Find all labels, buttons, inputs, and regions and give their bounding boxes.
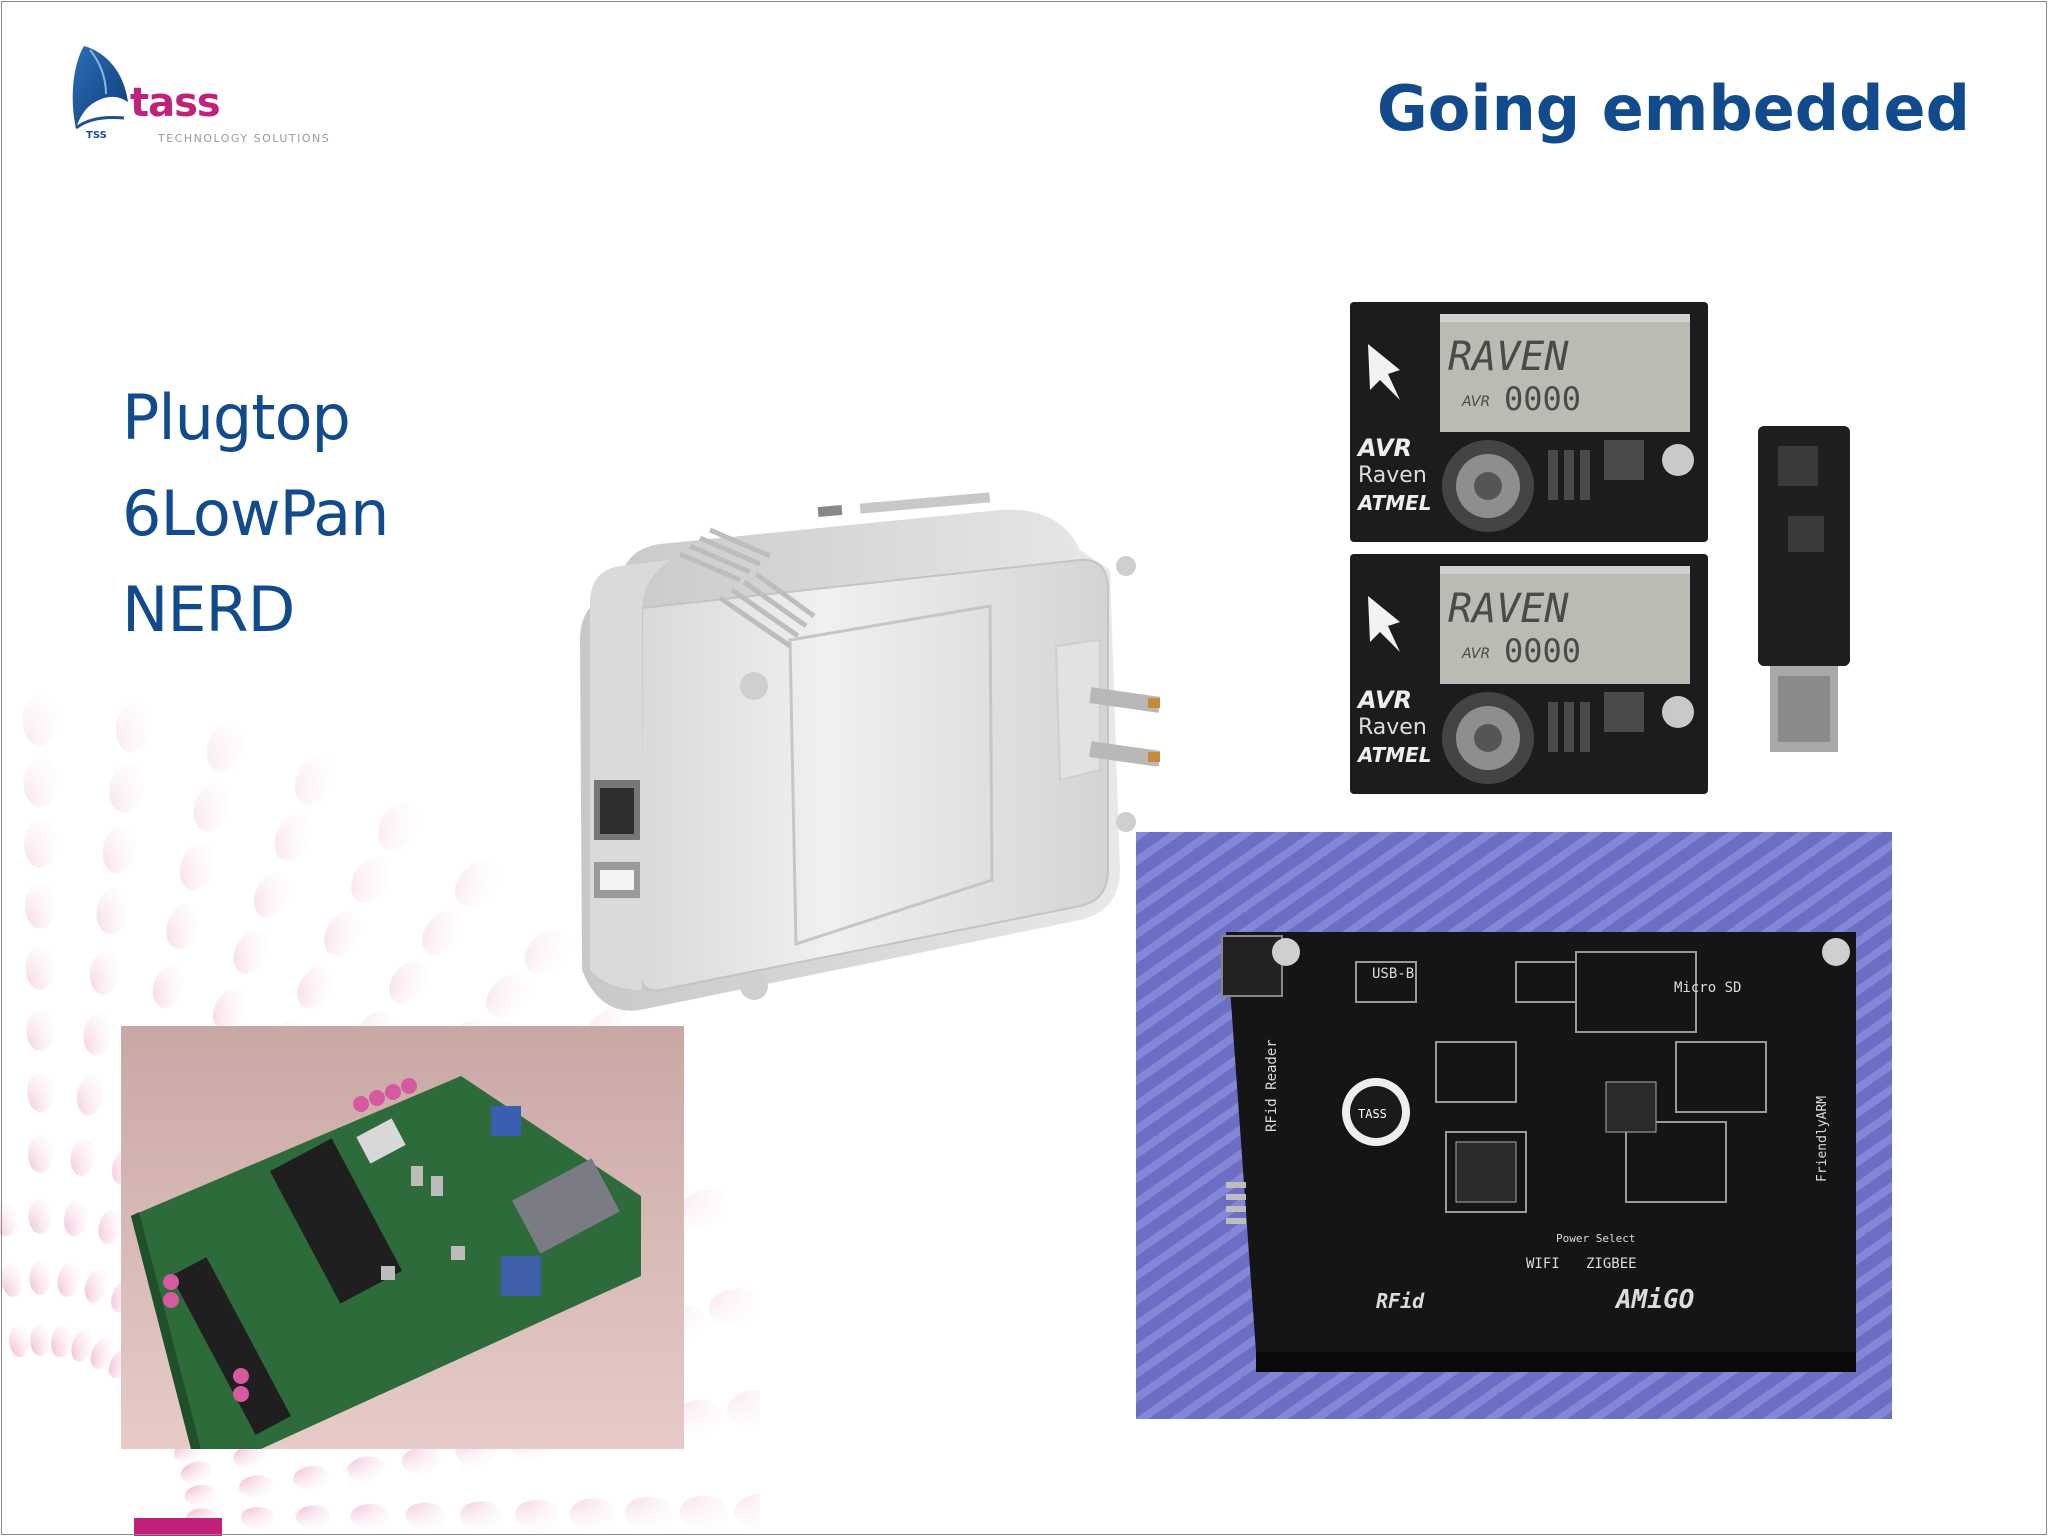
plugtop-device-photo [560,470,1160,1030]
board-model: Raven [1358,463,1427,488]
amigo-board-photo: USB-B Micro SD RFid Reader WIFI ZIGBEE P… [1136,832,1892,1419]
lcd-text: RAVEN [1448,334,1569,380]
company-logo: tass TSS TECHNOLOGY SOLUTIONS [66,42,366,152]
logo-wordmark: tass [130,80,221,126]
lcd-digits: 0000 [1504,380,1581,418]
board-brand: AVR [1356,434,1412,462]
board-maker: ATMEL [1356,491,1432,515]
slide-title: Going embedded [1376,72,1970,145]
amigo-label-amigo: AMiGO [1614,1285,1694,1315]
amigo-label-rfid-logo: RFid [1376,1289,1425,1313]
amigo-label-microsd: Micro SD [1674,980,1741,996]
amigo-label-tass: TASS [1358,1107,1387,1121]
bullet-item: NERD [122,573,295,646]
nerd-board-photo [121,1026,684,1449]
lcd-small-text: AVR [1461,394,1490,410]
amigo-label-power-select: Power Select [1556,1232,1635,1245]
logo-tagline: TECHNOLOGY SOLUTIONS [158,132,331,145]
avr-raven-boards-photo: RAVEN 0000 AVR AVR Raven ATMEL [1348,300,1868,795]
logo-swoosh-icon [72,46,128,130]
amigo-label-zigbee: ZIGBEE [1586,1256,1637,1272]
logo-badge: TSS [86,130,107,141]
amigo-label-wifi: WIFI [1526,1256,1560,1272]
amigo-label-friendlyarm: FriendlyARM [1815,1096,1830,1182]
amigo-label-usb: USB-B [1372,966,1414,982]
bullet-list: Plugtop 6LowPan NERD [122,370,389,658]
amigo-label-rfid-reader: RFid Reader [1264,1039,1280,1132]
usb-stick [1758,426,1850,752]
footer-accent-tab [134,1518,222,1536]
raven-board: RAVEN 0000 AVR AVR Raven ATMEL [1350,302,1708,542]
bullet-item: 6LowPan [122,477,389,550]
bullet-item: Plugtop [122,381,351,454]
